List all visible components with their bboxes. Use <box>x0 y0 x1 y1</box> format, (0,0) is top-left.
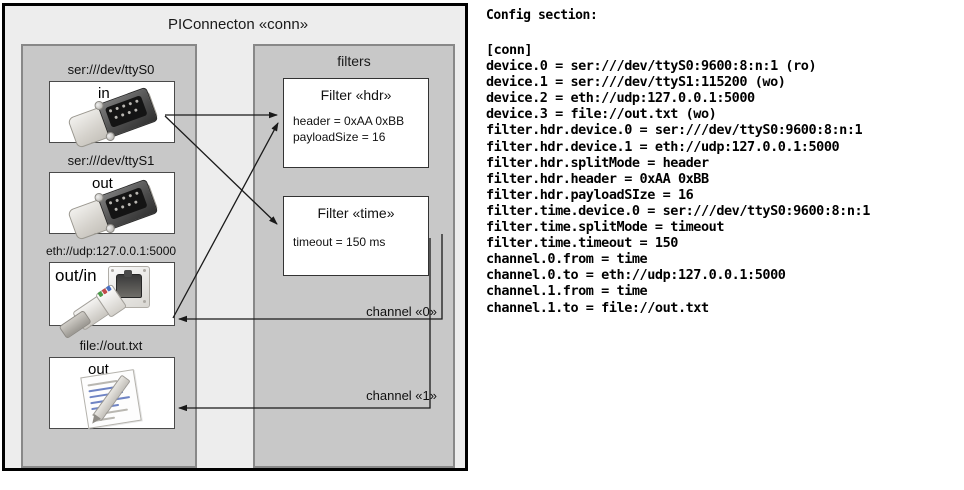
config-line: device.1 = ser:///dev/ttyS1:115200 (wo) <box>486 74 786 91</box>
wire-channel0-to-eth <box>178 234 443 323</box>
config-line: device.2 = eth://udp:127.0.0.1:5000 <box>486 90 755 107</box>
config-line: device.3 = file://out.txt (wo) <box>486 106 717 123</box>
filters-panel: filters Filter «hdr» header = 0xAA 0xBB … <box>253 44 455 468</box>
config-heading: Config section: <box>486 8 598 23</box>
device-box-ttys1[interactable]: out <box>49 172 175 241</box>
config-line: filter.hdr.device.0 = ser:///dev/ttyS0:9… <box>486 122 863 139</box>
config-line: filter.hdr.splitMode = header <box>486 154 709 171</box>
filter-box-hdr[interactable]: Filter «hdr» header = 0xAA 0xBB payloadS… <box>283 78 429 168</box>
device-direction-ttys1: out <box>92 175 113 192</box>
config-line: filter.hdr.device.1 = eth://udp:127.0.0.… <box>486 138 840 155</box>
config-lines: [conn]device.0 = ser:///dev/ttyS0:9600:8… <box>486 42 870 316</box>
device-label-file: file://out.txt <box>79 338 143 353</box>
device-box-file[interactable]: out <box>49 357 175 429</box>
filter-hdr-attr-payloadsize: payloadSize = 16 <box>293 130 386 144</box>
config-line: channel.1.to = file://out.txt <box>486 299 709 316</box>
device-box-ttys0[interactable]: in <box>49 81 175 149</box>
config-line: channel.1.from = time <box>486 283 648 300</box>
filter-hdr-title: Filter «hdr» <box>320 87 392 103</box>
wire-ttys0-to-time <box>164 115 278 225</box>
device-direction-eth: out/in <box>55 266 97 285</box>
channel-1-label: channel «1» <box>366 388 437 403</box>
device-label-ttys1: ser:///dev/ttyS1 <box>67 153 155 168</box>
devices-panel: ser:///dev/ttyS0 in ser:///d <box>21 44 197 468</box>
diagram-title: PIConnecton «conn» <box>167 16 309 33</box>
config-line: [conn] <box>486 42 533 58</box>
config-line: filter.hdr.payloadSIze = 16 <box>486 186 694 203</box>
wire-channel1-to-file <box>178 238 431 412</box>
config-line: filter.time.splitMode = timeout <box>486 219 725 236</box>
config-line: device.0 = ser:///dev/ttyS0:9600:8:n:1 (… <box>486 58 817 75</box>
device-direction-ttys0: in <box>98 85 110 102</box>
config-line: filter.time.device.0 = ser:///dev/ttyS0:… <box>486 202 870 219</box>
device-box-eth[interactable]: out/in <box>49 262 175 340</box>
filters-panel-title: filters <box>337 53 371 69</box>
config-line: channel.0.to = eth://udp:127.0.0.1:5000 <box>486 267 786 284</box>
device-label-ttys0: ser:///dev/ttyS0 <box>67 62 155 77</box>
filter-time-title: Filter «time» <box>317 205 395 221</box>
filter-time-attr-timeout: timeout = 150 ms <box>293 235 386 249</box>
config-section: Config section: [conn]device.0 = ser:///… <box>482 0 964 484</box>
wire-eth-to-hdr <box>172 122 279 319</box>
ethernet-jack-icon <box>58 266 160 340</box>
device-label-eth: eth://udp:127.0.0.1:5000 <box>45 244 177 258</box>
filter-box-time[interactable]: Filter «time» timeout = 150 ms <box>283 196 429 276</box>
config-line: filter.time.timeout = 150 <box>486 235 678 252</box>
connector-wires <box>164 111 443 412</box>
diagram-outer-frame: PIConnecton «conn» ser:///dev/ttyS0 in <box>2 3 468 471</box>
channel-0-label: channel «0» <box>366 304 437 319</box>
config-line: channel.0.from = time <box>486 251 648 268</box>
config-line: filter.hdr.header = 0xAA 0xBB <box>486 170 709 187</box>
architecture-diagram: PIConnecton «conn» ser:///dev/ttyS0 in <box>0 0 476 484</box>
filter-hdr-attr-header: header = 0xAA 0xBB <box>293 114 405 128</box>
